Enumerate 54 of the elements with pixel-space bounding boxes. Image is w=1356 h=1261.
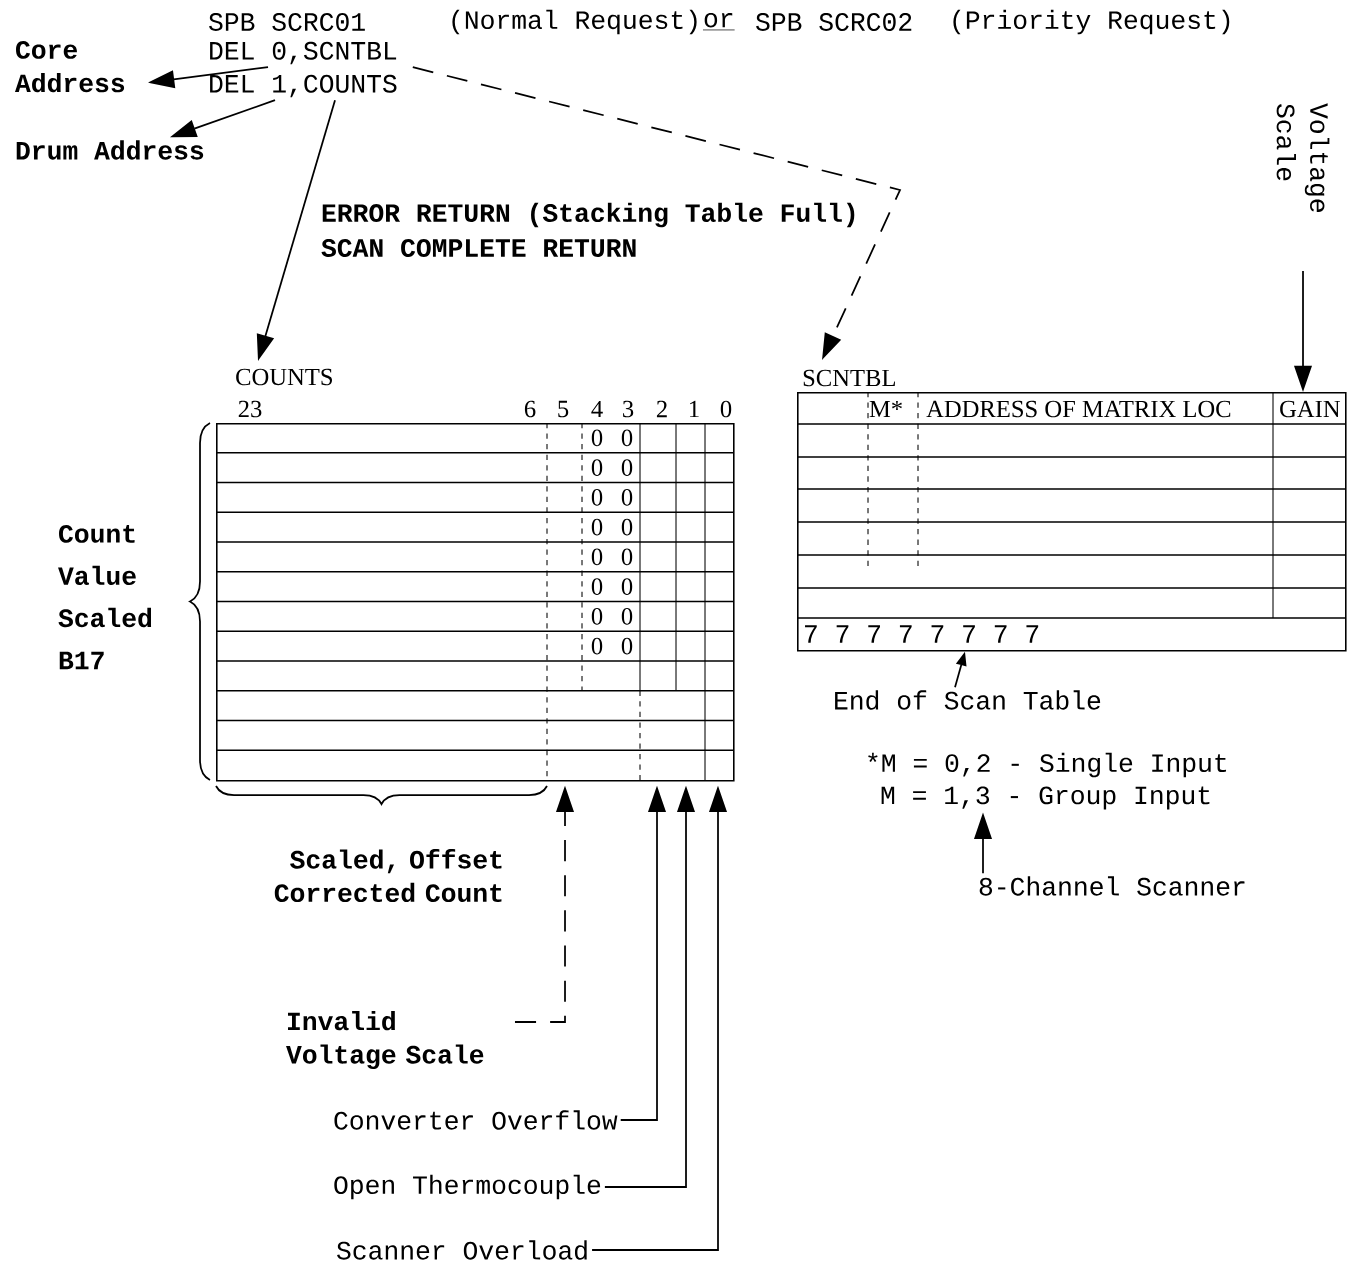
code-text: (Priority Request)	[953, 9, 1230, 35]
note-text: SCAN COMPLETE RETURN	[321, 239, 636, 257]
scan-table	[796, 369, 1347, 652]
code-text: SPB SCRC02	[756, 13, 912, 31]
cell-value: 0	[591, 548, 603, 566]
table-heading: SCNTBL	[803, 369, 895, 387]
column-header: M*	[869, 400, 902, 418]
annotation-text: End of Scan Table	[835, 690, 1101, 710]
table-heading: COUNTS	[236, 368, 332, 386]
rotated-label: Voltage Scale	[1276, 103, 1330, 212]
code-text: (Normal Request)	[452, 9, 697, 35]
code-line: DEL 0,SCNTBL	[210, 41, 397, 65]
bit-number: 1	[690, 400, 699, 418]
end-marker: 7 7 7 7 7 7 7 7	[805, 625, 1039, 643]
annotation-text: 8-Channel Scanner	[979, 876, 1245, 896]
column-header: ADDRESS OF MATRIX LOC	[926, 400, 1231, 418]
cell-value: 0	[621, 518, 633, 536]
cell-value: 0	[591, 578, 603, 595]
annotation-text: Invalid Voltage Scale	[286, 1011, 484, 1070]
code-line: DEL 1,COUNTS	[210, 74, 397, 98]
cell-value: 0	[591, 608, 603, 625]
note-text: ERROR RETURN (Stacking Table Full)	[322, 202, 855, 228]
bit-table	[215, 368, 735, 782]
bit-number: 0	[720, 400, 732, 418]
bit-number: 3	[623, 400, 634, 418]
annotation-text: Drum Address	[16, 140, 204, 160]
annotation-text: Converter Overflow	[334, 1110, 618, 1130]
bit-number: 2	[656, 400, 667, 418]
annotation-text: Core Address	[15, 41, 125, 93]
code-text: SPB SCRC01	[209, 13, 365, 31]
column-header: GAIN	[1280, 400, 1341, 418]
cell-value: 0	[621, 578, 633, 595]
note-text: *M = 0,2 - Single Input	[868, 752, 1226, 778]
cell-value: 0	[621, 489, 633, 506]
cell-value: 0	[591, 637, 603, 655]
brace-label: Scaled, Offset Corrected Count	[274, 849, 502, 903]
cell-value: 0	[621, 429, 633, 447]
underlined-text: or	[702, 13, 735, 31]
brace-label: Count Value Scaled B17	[58, 525, 152, 670]
bit-number: 6	[524, 400, 536, 418]
cell-value: 0	[621, 637, 633, 655]
bit-number: 4	[591, 400, 603, 418]
bit-number: 23	[238, 400, 262, 418]
cell-value: 0	[621, 608, 633, 625]
cell-value: 0	[591, 429, 603, 447]
annotation-text: Open Thermocouple	[334, 1174, 601, 1200]
cell-value: 0	[591, 489, 603, 506]
cell-value: 0	[621, 548, 633, 566]
cell-value: 0	[621, 459, 633, 476]
note-text: M = 1,3 - Group Input	[881, 786, 1210, 810]
annotation-text: Scanner Overload	[337, 1240, 587, 1260]
cell-value: 0	[591, 459, 603, 476]
bit-number: 5	[558, 400, 569, 418]
cell-value: 0	[591, 518, 603, 536]
